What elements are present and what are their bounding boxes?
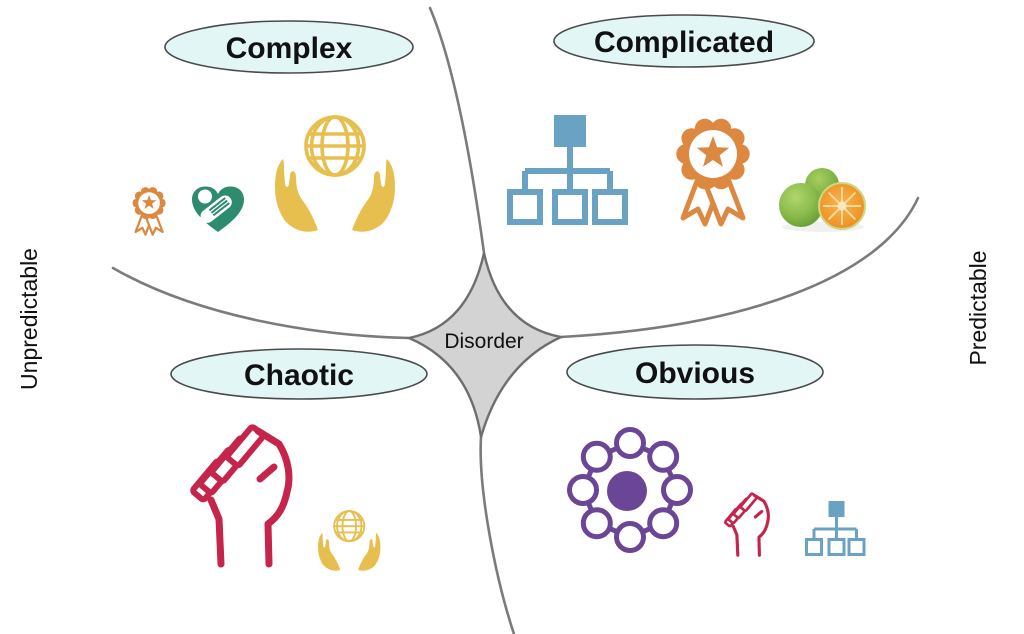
quadrant-label-obvious: Obvious (635, 357, 755, 390)
raised-fist-icon (723, 491, 770, 557)
handshake-heart-icon (192, 186, 244, 232)
raised-fist-icon (192, 426, 289, 564)
network-circle-icon (570, 430, 691, 551)
citrus-fruits-image (779, 168, 866, 232)
quadrant-complex-icons (131, 115, 397, 236)
quadrant-chaotic-icons (192, 426, 382, 572)
hands-holding-globe-icon (273, 115, 397, 234)
divider-curve-top (428, 6, 486, 255)
axis-label-unpredictable: Unpredictable (16, 248, 42, 390)
quadrant-complex-title: Complex (164, 20, 414, 74)
divider-curve-right (559, 196, 920, 339)
quadrant-label-chaotic: Chaotic (244, 359, 354, 392)
org-chart-icon (510, 115, 625, 222)
award-ribbon-icon (131, 186, 167, 236)
disorder-star-shape (404, 252, 565, 438)
axis-label-predictable: Predictable (965, 250, 991, 365)
quadrant-chaotic-title: Chaotic (170, 348, 428, 400)
quadrant-obvious-title: Obvious (566, 344, 824, 400)
award-ribbon-icon (676, 119, 749, 224)
quadrant-obvious-icons (570, 430, 866, 557)
quadrant-divider-curves (111, 6, 920, 634)
hands-holding-globe-icon (317, 510, 382, 572)
quadrant-complicated-icons (510, 115, 866, 232)
quadrant-label-complicated: Complicated (594, 26, 774, 59)
quadrant-complicated-title: Complicated (553, 14, 815, 68)
disorder-label: Disorder (444, 330, 523, 353)
divider-curve-left (111, 266, 411, 340)
org-chart-icon (805, 499, 866, 556)
quadrant-label-complex: Complex (226, 32, 353, 65)
divider-curve-bottom (479, 435, 516, 634)
